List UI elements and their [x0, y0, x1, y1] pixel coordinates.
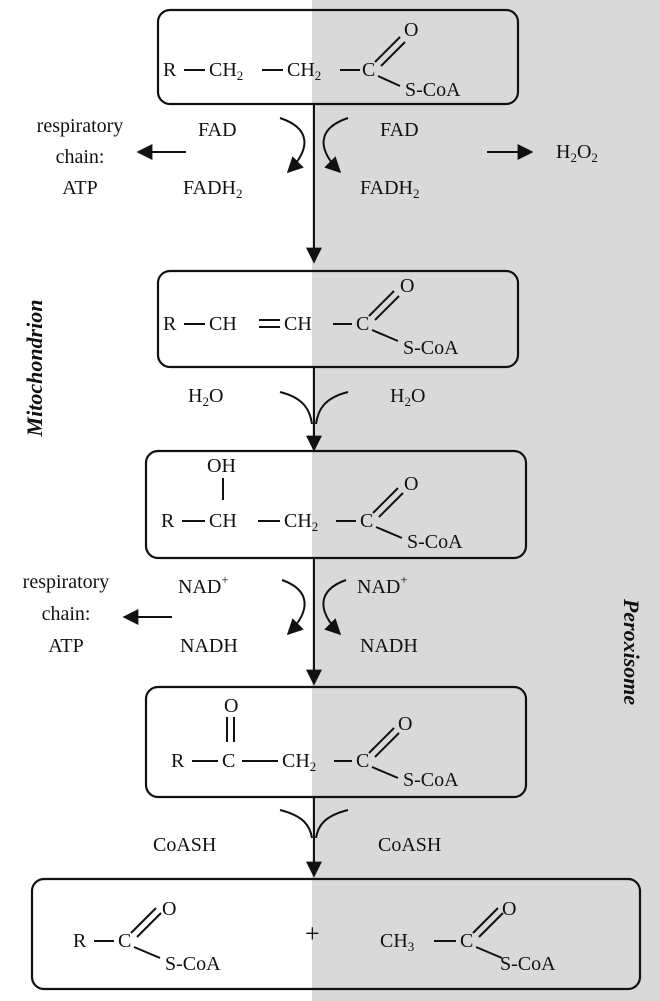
- enoyl-coa-box: R CH CH C O S-CoA: [156, 269, 520, 369]
- coa-group: S-CoA: [405, 79, 461, 101]
- carbonyl-oxygen: O: [404, 19, 418, 41]
- h2o-mito: H2O: [188, 385, 223, 409]
- carbonyl-carbon: C: [362, 59, 375, 81]
- r-group: R: [171, 750, 185, 772]
- carbonyl-carbon: C: [356, 313, 369, 335]
- fadh2-mito: FADH2: [183, 177, 242, 201]
- carbonyl-carbon: C: [118, 930, 131, 952]
- hydroxyl-group: OH: [207, 455, 236, 477]
- coa-group: S-CoA: [407, 531, 463, 553]
- nad-perox: NAD+: [357, 572, 408, 598]
- carbonyl-carbon: C: [356, 750, 369, 772]
- hydration-step: H2O H2O: [188, 385, 425, 425]
- respiratory-text-2: respiratory: [23, 571, 110, 593]
- keto-carbon: C: [222, 750, 235, 772]
- fadh2-perox: FADH2: [360, 177, 419, 201]
- chain-text-1: chain:: [56, 146, 105, 168]
- carbonyl-oxygen: O: [404, 473, 418, 495]
- ch3-group: CH3: [380, 930, 414, 954]
- r-group: R: [163, 59, 177, 81]
- h2o-perox: H2O: [390, 385, 425, 409]
- acyl-coa-box: R CH2 CH2 C O S-CoA: [156, 8, 520, 106]
- carbonyl-oxygen: O: [162, 898, 176, 920]
- carbonyl-oxygen: O: [400, 275, 414, 297]
- peroxisome-label: Peroxisome: [619, 598, 644, 706]
- atp-text-1: ATP: [62, 177, 98, 199]
- coash-mito: CoASH: [153, 834, 216, 856]
- peroxisome-region: [312, 0, 660, 1001]
- fad-mito: FAD: [198, 119, 237, 141]
- chain-text-2: chain:: [42, 603, 91, 625]
- fad-perox: FAD: [380, 119, 419, 141]
- ch-group: CH: [209, 313, 237, 335]
- ch-group: CH: [284, 313, 312, 335]
- ch-group: CH: [209, 510, 237, 532]
- h2o2-product: H2O2: [556, 141, 598, 165]
- products-box: R C O S-CoA + CH3 C O S-CoA: [30, 877, 642, 991]
- thiolysis-step: CoASH CoASH: [153, 809, 441, 856]
- ch2-group: CH2: [282, 750, 316, 774]
- carbonyl-carbon: C: [460, 930, 473, 952]
- ketoacyl-coa-box: O R C CH2 C O S-CoA: [144, 685, 528, 799]
- fad-step: FAD FAD FADH2 FADH2 respiratory chain: A…: [37, 115, 598, 201]
- carbonyl-oxygen: O: [398, 713, 412, 735]
- dehydrogenation-step: NAD+ NAD+ NADH NADH respiratory chain: A…: [23, 571, 418, 657]
- nadh-mito: NADH: [180, 635, 238, 657]
- nadh-perox: NADH: [360, 635, 418, 657]
- nad-mito: NAD+: [178, 572, 229, 598]
- ch2-group: CH2: [287, 59, 321, 83]
- hydroxyacyl-coa-box: OH R CH CH2 C O S-CoA: [144, 449, 528, 560]
- respiratory-text-1: respiratory: [37, 115, 124, 137]
- keto-oxygen: O: [224, 695, 238, 717]
- coa-group: S-CoA: [403, 337, 459, 359]
- coash-perox: CoASH: [378, 834, 441, 856]
- carbonyl-carbon: C: [360, 510, 373, 532]
- coa-group: S-CoA: [500, 953, 556, 975]
- r-group: R: [161, 510, 175, 532]
- coa-group: S-CoA: [165, 953, 221, 975]
- atp-text-2: ATP: [48, 635, 84, 657]
- ch2-group: CH2: [284, 510, 318, 534]
- mitochondrion-label: Mitochondrion: [22, 300, 47, 438]
- carbonyl-oxygen: O: [502, 898, 516, 920]
- plus-sign: +: [305, 919, 320, 948]
- coa-group: S-CoA: [403, 769, 459, 791]
- r-group: R: [73, 930, 87, 952]
- ch2-group: CH2: [209, 59, 243, 83]
- r-group: R: [163, 313, 177, 335]
